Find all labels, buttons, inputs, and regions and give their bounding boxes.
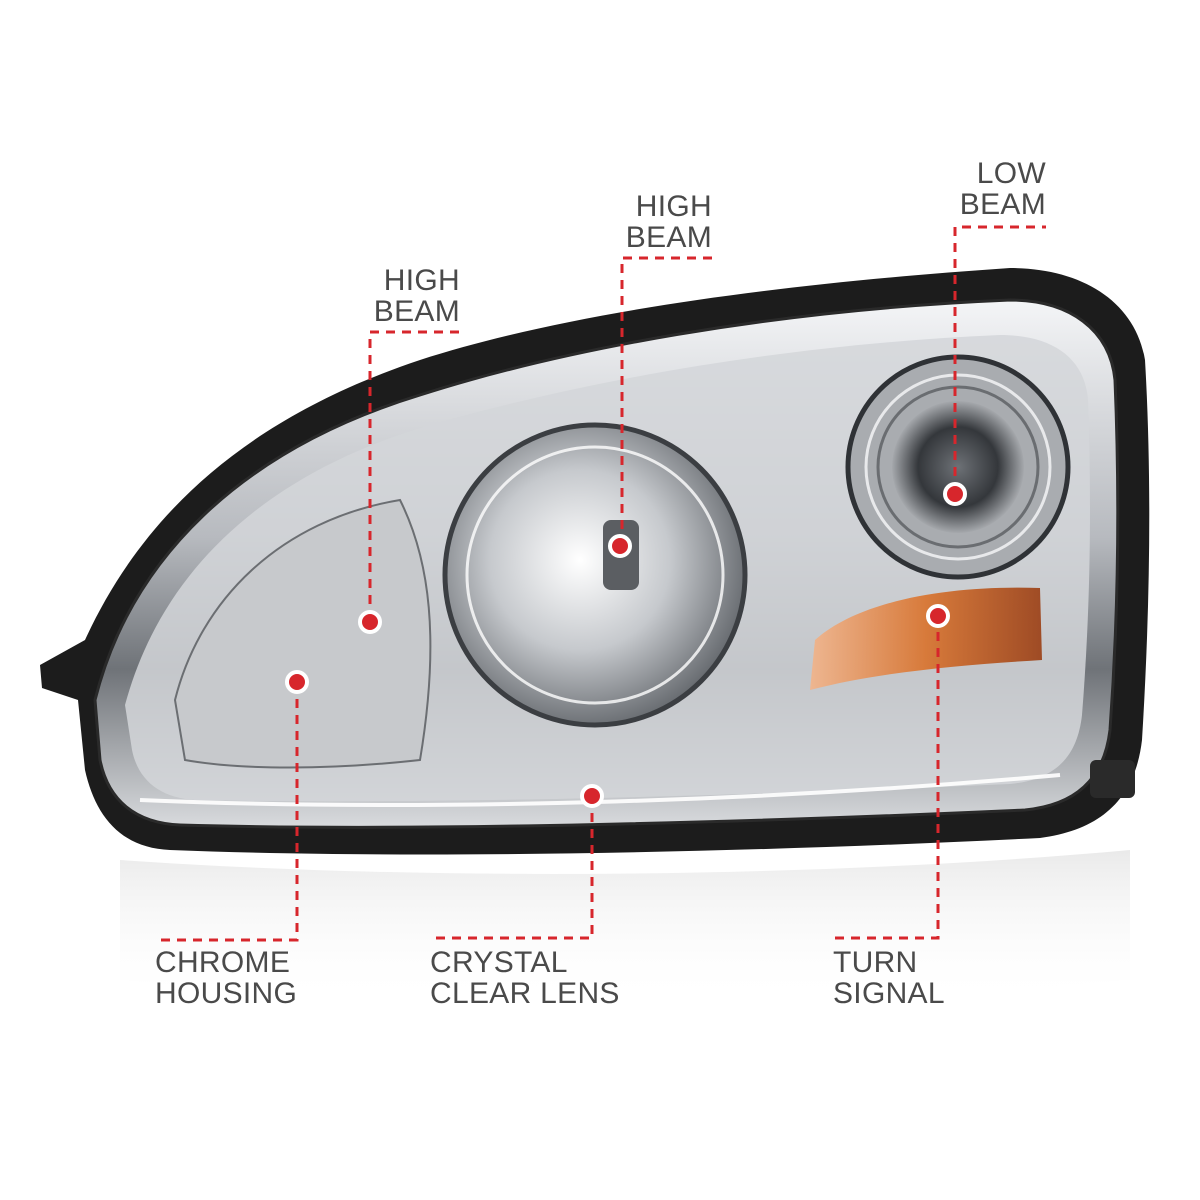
label-turn-signal: TURN SIGNAL — [833, 947, 945, 1009]
label-high-beam-left: HIGH BEAM — [355, 265, 460, 327]
callout-dot-chrome-housing — [285, 670, 309, 694]
callout-line-crystal-clear-lens — [430, 797, 594, 940]
label-line-2: CLEAR LENS — [430, 977, 620, 1010]
callout-line-chrome-housing — [155, 683, 299, 942]
callout-dot-turn-signal — [926, 604, 950, 628]
callout-line-high-beam-left — [368, 330, 460, 620]
left-reflector — [173, 498, 432, 769]
label-line-2: SIGNAL — [833, 977, 945, 1010]
label-line-1: TURN — [833, 946, 918, 979]
label-line-1: HIGH — [635, 190, 712, 223]
center-reflector — [442, 422, 748, 728]
label-line-1: LOW — [976, 157, 1046, 190]
label-line-2: BEAM — [959, 188, 1046, 221]
label-line-1: HIGH — [383, 264, 460, 297]
label-low-beam: LOW BEAM — [941, 158, 1046, 220]
callout-line-low-beam — [953, 225, 1046, 492]
turn-signal-lens — [810, 587, 1042, 690]
label-line-1: CHROME — [155, 946, 291, 979]
callout-line-turn-signal — [833, 616, 940, 940]
callout-dot-crystal-clear-lens — [580, 784, 604, 808]
projector-lens — [892, 401, 1024, 533]
label-line-1: CRYSTAL — [430, 946, 568, 979]
callout-dot-high-beam-center — [608, 534, 632, 558]
label-crystal-clear-lens: CRYSTAL CLEAR LENS — [430, 947, 620, 1009]
projector-ring-1 — [864, 373, 1052, 561]
label-chrome-housing: CHROME HOUSING — [155, 947, 297, 1009]
callout-lines — [155, 225, 1046, 942]
callout-dots — [285, 482, 967, 808]
label-high-beam-center: HIGH BEAM — [607, 191, 712, 253]
label-line-2: BEAM — [373, 295, 460, 328]
label-line-2: BEAM — [625, 221, 712, 254]
floor-reflection — [120, 850, 1130, 1003]
label-line-2: HOUSING — [155, 977, 298, 1010]
center-reflector-ring — [465, 445, 725, 705]
callout-dot-high-beam-left — [358, 610, 382, 634]
connector — [1090, 760, 1135, 798]
callout-dot-low-beam — [943, 482, 967, 506]
projector-ring-2 — [876, 385, 1040, 549]
